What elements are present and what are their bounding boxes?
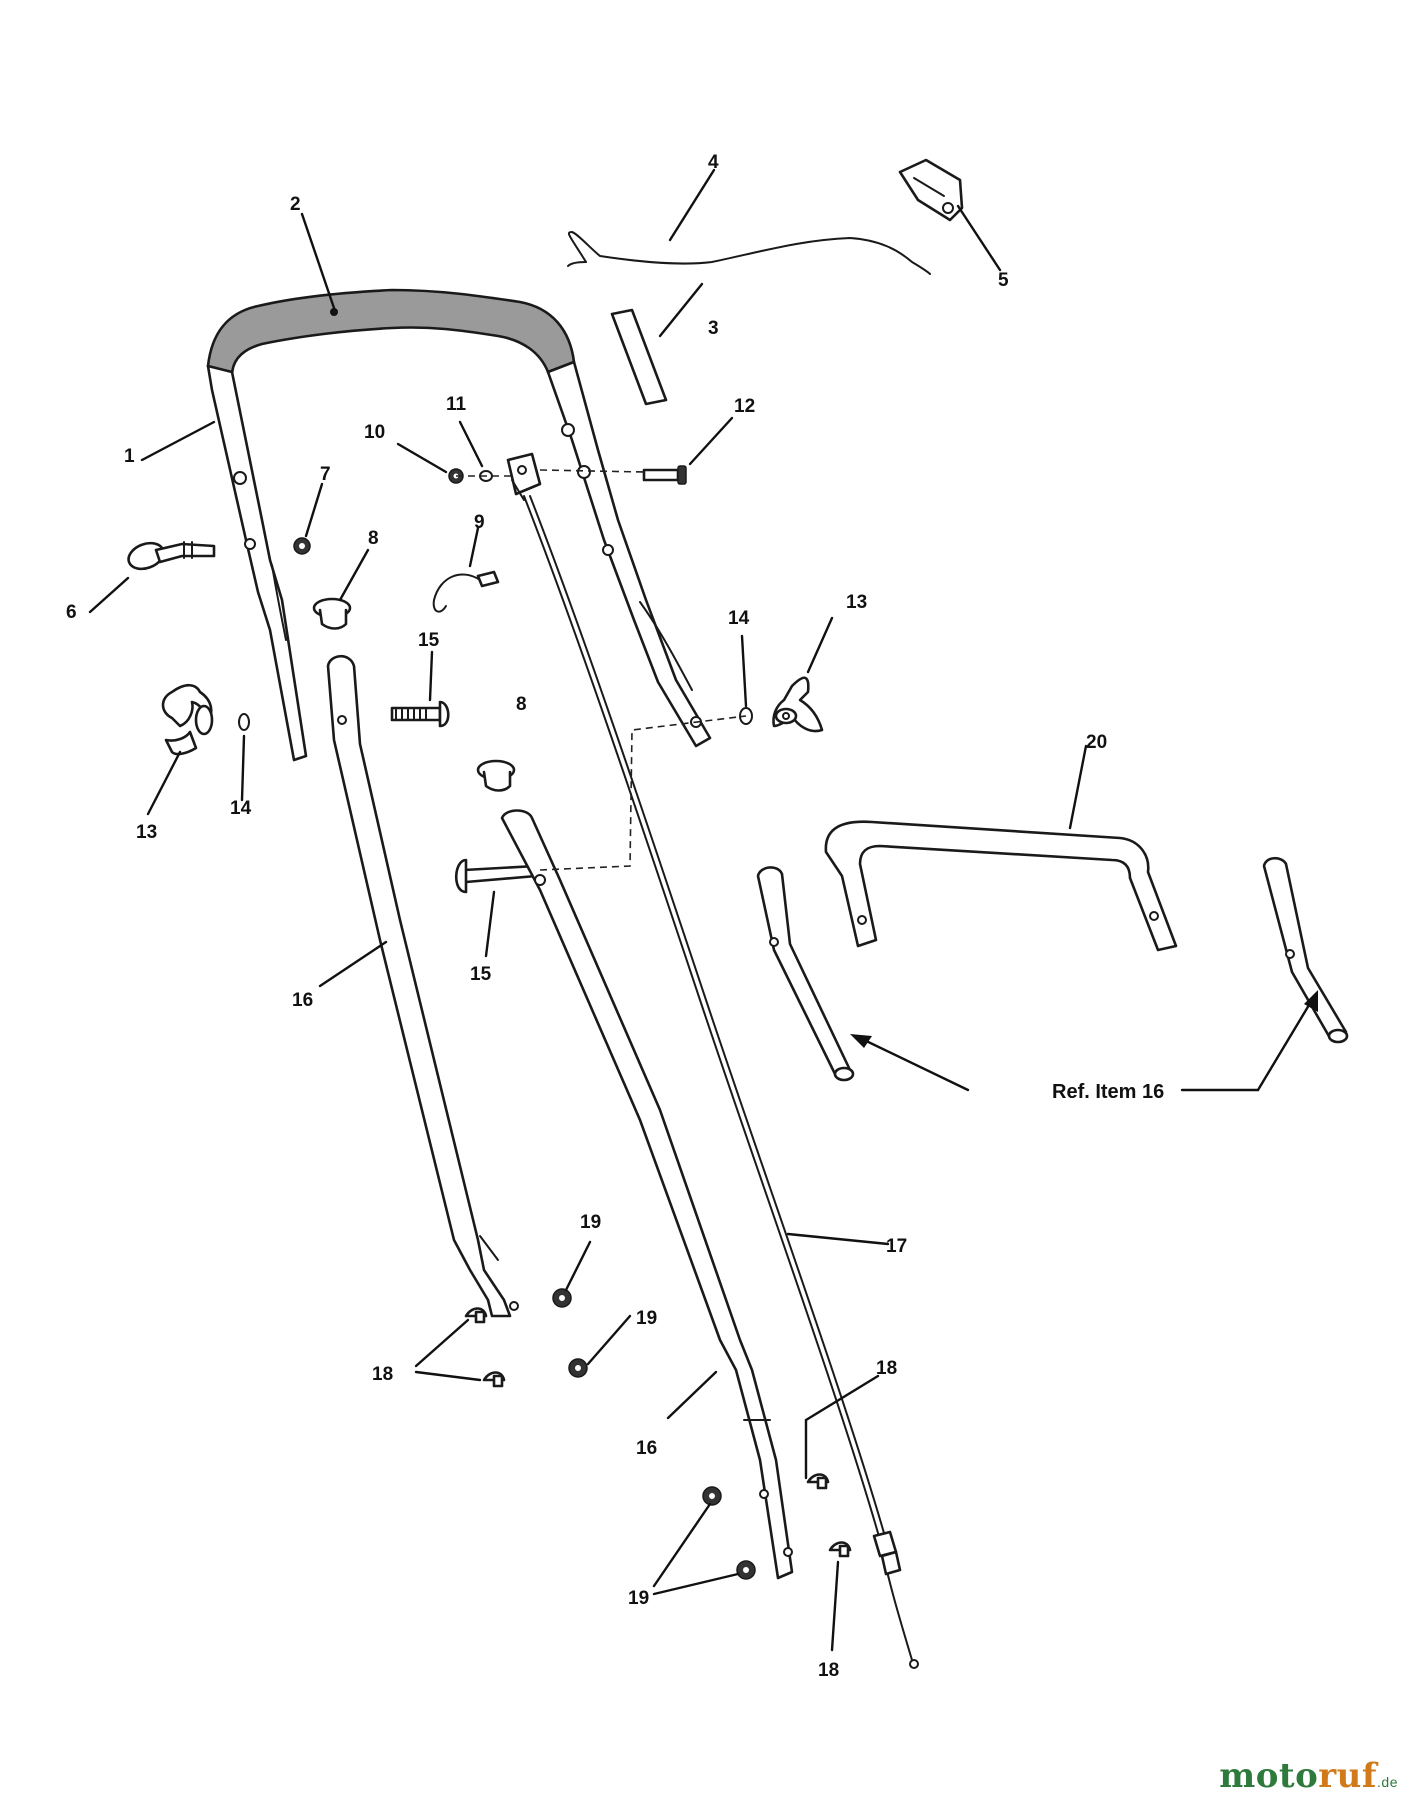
callout-19-upper: 19 [580, 1212, 601, 1233]
bolt-15-lower [454, 858, 538, 894]
bolt-15-upper [390, 700, 450, 728]
ref-tube-right [1262, 856, 1349, 1044]
callout-13-left: 13 [136, 822, 157, 843]
callout-6: 6 [66, 602, 77, 623]
callout-12: 12 [734, 396, 755, 417]
wing-knob-13-left [161, 683, 214, 756]
callout-17: 17 [886, 1236, 907, 1257]
callout-5: 5 [998, 270, 1009, 291]
callout-8-lower: 8 [516, 694, 527, 715]
watermark-suffix: .de [1377, 1774, 1398, 1790]
leader-lines [88, 168, 1318, 1652]
lower-handle-16-right [500, 809, 794, 1580]
lower-handle-16-left [326, 654, 519, 1318]
watermark-part1: moto [1219, 1756, 1319, 1796]
washer-14-left [238, 713, 250, 731]
callout-14-right: 14 [728, 608, 750, 629]
callout-7: 7 [320, 464, 331, 485]
ref-tube-left [756, 866, 855, 1082]
callout-20: 20 [1086, 732, 1107, 753]
callout-18-right-lower: 18 [818, 1660, 839, 1681]
nut-19b [568, 1358, 588, 1378]
callout-19-middle: 19 [636, 1308, 657, 1329]
carriage-bolt-18c [806, 1473, 830, 1490]
upper-handle [206, 360, 712, 762]
callout-2: 2 [290, 194, 301, 215]
nut-7 [293, 537, 311, 555]
bushing-8b [476, 759, 516, 792]
watermark-logo: motoruf.de [1219, 1756, 1398, 1796]
carriage-bolt-18a [464, 1307, 488, 1324]
ref-item-16-note: Ref. Item 16 [1052, 1081, 1164, 1103]
callout-1: 1 [124, 446, 135, 467]
cable-bracket [506, 452, 542, 501]
callout-15-upper: 15 [418, 630, 440, 651]
assembly-lines [456, 469, 747, 871]
carriage-bolt-18d [828, 1541, 852, 1558]
control-cable [523, 495, 919, 1669]
nut-19a [552, 1288, 572, 1308]
cable-clip [898, 158, 964, 222]
callout-14-left: 14 [230, 798, 252, 819]
callout-19-lower: 19 [628, 1588, 649, 1609]
nut-19d [736, 1560, 756, 1580]
callout-9: 9 [474, 512, 485, 533]
cable-strip [610, 308, 668, 406]
bushing-8a [312, 597, 352, 630]
alternate-handle-20 [824, 820, 1178, 952]
callout-8-upper: 8 [368, 528, 379, 549]
callout-18-left: 18 [372, 1364, 393, 1385]
callout-labels: 1 2 3 4 5 6 7 8 8 9 10 11 12 13 13 14 14… [66, 152, 1164, 1681]
callout-13-right: 13 [846, 592, 867, 613]
callout-11: 11 [446, 394, 467, 415]
handle-bolt-loop [127, 541, 216, 571]
nut-19c [702, 1486, 722, 1506]
control-bail-rod [567, 230, 931, 275]
j-hook [432, 570, 500, 613]
callout-15-lower: 15 [470, 964, 492, 985]
callout-16-left: 16 [292, 990, 313, 1011]
callout-18-right-upper: 18 [876, 1358, 897, 1379]
watermark-part2: ruf [1318, 1756, 1378, 1796]
wing-knob-13-right [772, 676, 824, 733]
callout-10: 10 [364, 422, 385, 443]
callout-16-right: 16 [636, 1438, 657, 1459]
bolt-12 [642, 465, 687, 485]
carriage-bolt-18b [482, 1371, 506, 1388]
callout-3: 3 [708, 318, 719, 339]
upper-handle-grip [206, 288, 576, 378]
callout-4: 4 [708, 152, 719, 173]
